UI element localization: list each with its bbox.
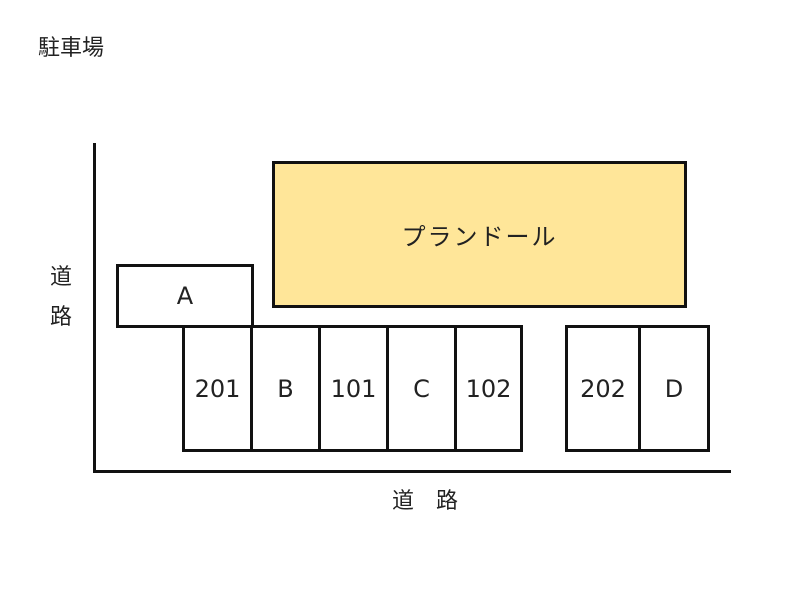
slot-label: 102 xyxy=(465,374,512,403)
parking-slot-b: B xyxy=(250,325,321,452)
parking-slot-c: C xyxy=(386,325,457,452)
road-line-horizontal xyxy=(93,470,731,473)
slot-label: 101 xyxy=(330,374,377,403)
slot-label: B xyxy=(277,374,294,403)
road-label-left: 道 路 xyxy=(49,265,72,330)
parking-slot-a: A xyxy=(116,264,254,328)
parking-slot-102: 102 xyxy=(454,325,523,452)
slot-label: 201 xyxy=(194,374,241,403)
slot-label: C xyxy=(413,374,430,403)
slot-label: D xyxy=(664,374,684,403)
parking-slot-d: D xyxy=(638,325,710,452)
slot-label: A xyxy=(176,282,194,310)
building-name: プランドール xyxy=(401,223,558,251)
road-label-bottom: 道 路 xyxy=(391,489,458,514)
building-block: プランドール xyxy=(272,161,687,308)
parking-slot-201: 201 xyxy=(182,325,253,452)
parking-slot-101: 101 xyxy=(318,325,389,452)
parking-slot-202: 202 xyxy=(565,325,641,452)
slot-label: 202 xyxy=(580,374,626,403)
road-line-vertical xyxy=(93,143,96,473)
page-title: 駐車場 xyxy=(38,36,105,61)
